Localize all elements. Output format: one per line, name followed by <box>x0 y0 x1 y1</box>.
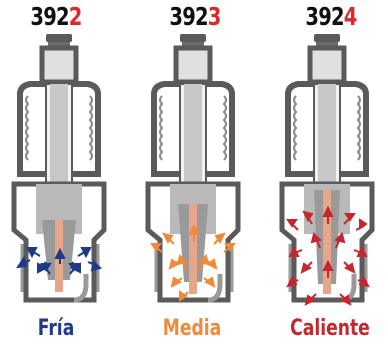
title-base: 392 <box>30 2 68 31</box>
spark-plug-cold <box>0 34 120 314</box>
title-base: 392 <box>305 2 343 31</box>
plug-title-3922: 3922 <box>13 4 99 29</box>
heat-range-label-fria: Fría <box>9 318 103 340</box>
title-accent-digit: 2 <box>69 2 82 31</box>
spark-plug-body <box>282 34 372 300</box>
heat-range-label-caliente: Caliente <box>283 318 377 340</box>
plug-title-3924: 3924 <box>288 4 374 29</box>
title-base: 392 <box>169 2 207 31</box>
spark-plug-hot <box>268 34 388 314</box>
title-accent-digit: 3 <box>208 2 221 31</box>
heat-range-label-media: Media <box>145 318 239 340</box>
plug-title-3923: 3923 <box>152 4 238 29</box>
spark-plug-medium <box>134 34 254 314</box>
title-accent-digit: 4 <box>344 2 357 31</box>
spark-plug-body <box>148 34 238 300</box>
